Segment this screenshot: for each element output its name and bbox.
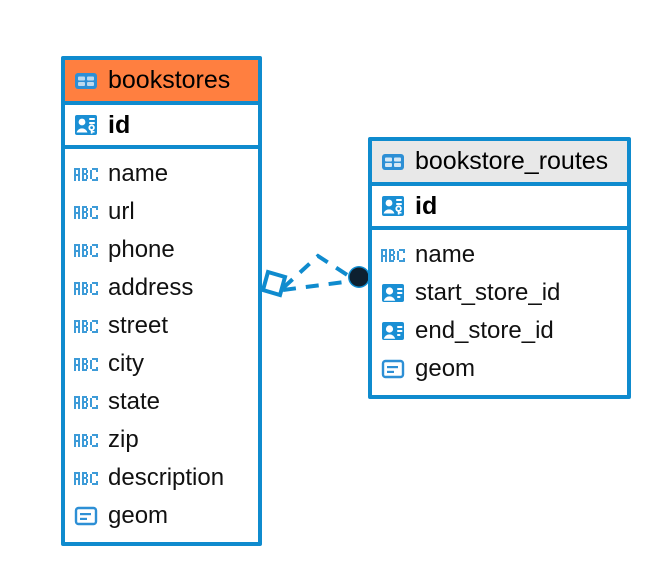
geometry-icon — [380, 356, 406, 382]
dot-marker-ring — [348, 266, 370, 288]
field-label: address — [108, 274, 194, 301]
field-label: start_store_id — [415, 279, 561, 306]
field-label: description — [108, 464, 225, 491]
abc-text-icon — [73, 465, 99, 491]
field-row[interactable]: name — [372, 236, 627, 274]
field-row[interactable]: city — [65, 345, 258, 383]
abc-text-icon — [73, 351, 99, 377]
field-label: end_store_id — [415, 317, 554, 344]
entity-bookstore-routes-field-list: name start_store_id — [372, 230, 627, 396]
field-row[interactable]: zip — [65, 421, 258, 459]
field-row[interactable]: end_store_id — [372, 312, 627, 350]
abc-text-icon — [73, 389, 99, 415]
field-label: name — [415, 241, 476, 268]
entity-bookstores-primary-key-label: id — [108, 110, 131, 139]
entity-header-bookstores[interactable]: bookstores — [65, 60, 258, 105]
foreign-key-icon — [380, 318, 406, 344]
field-row[interactable]: address — [65, 269, 258, 307]
field-label: street — [108, 312, 169, 339]
field-label: state — [108, 388, 161, 415]
entity-bookstores-primary-key-row[interactable]: id — [65, 105, 258, 149]
abc-text-icon — [73, 237, 99, 263]
field-row[interactable]: url — [65, 193, 258, 231]
field-row[interactable]: geom — [65, 497, 258, 535]
entity-bookstores-field-list: name — [65, 149, 258, 543]
entity-bookstore-routes-primary-key-row[interactable]: id — [372, 186, 627, 230]
entity-bookstore-routes-primary-key-label: id — [415, 191, 438, 220]
foreign-key-icon — [380, 280, 406, 306]
field-label: city — [108, 350, 144, 377]
table-icon — [380, 149, 406, 175]
geometry-icon — [73, 503, 99, 529]
abc-text-icon — [73, 199, 99, 225]
entity-header-bookstore-routes[interactable]: bookstore_routes — [372, 141, 627, 186]
field-row[interactable]: phone — [65, 231, 258, 269]
field-label: url — [108, 198, 135, 225]
relationship-line-lower — [282, 279, 353, 292]
entity-bookstores[interactable]: bookstores id — [61, 56, 262, 546]
filled-dot-marker-icon — [349, 267, 369, 287]
field-row[interactable]: geom — [372, 350, 627, 388]
field-label: phone — [108, 236, 175, 263]
field-row[interactable]: start_store_id — [372, 274, 627, 312]
abc-text-icon — [380, 242, 406, 268]
abc-text-icon — [73, 427, 99, 453]
abc-text-icon — [73, 161, 99, 187]
field-row[interactable]: street — [65, 307, 258, 345]
table-icon — [73, 68, 99, 94]
entity-title-bookstore-routes: bookstore_routes — [415, 147, 609, 175]
primary-key-icon — [73, 112, 99, 138]
field-label: name — [108, 160, 169, 187]
relationship-line-upper — [281, 253, 354, 290]
field-row[interactable]: name — [65, 155, 258, 193]
field-label: geom — [108, 502, 169, 529]
primary-key-icon — [380, 193, 406, 219]
abc-text-icon — [73, 313, 99, 339]
field-row[interactable]: state — [65, 383, 258, 421]
field-label: zip — [108, 426, 139, 453]
field-label: geom — [415, 355, 476, 382]
diamond-marker-icon — [260, 269, 288, 298]
abc-text-icon — [73, 275, 99, 301]
entity-title-bookstores: bookstores — [108, 66, 231, 94]
field-row[interactable]: description — [65, 459, 258, 497]
entity-bookstore-routes[interactable]: bookstore_routes id — [368, 137, 631, 399]
